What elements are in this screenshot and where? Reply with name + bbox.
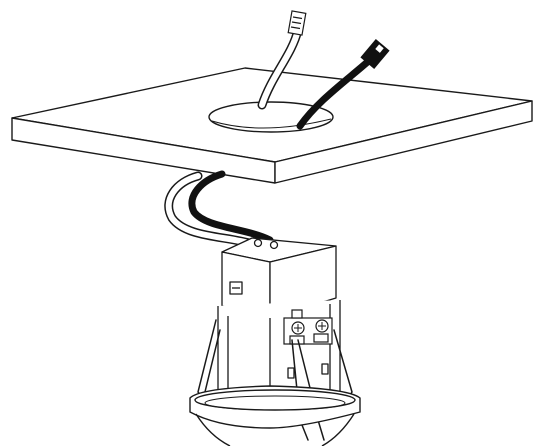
- black-cable: [188, 54, 376, 244]
- ceiling-panel-side-edge: [274, 100, 533, 184]
- white-cable: [164, 25, 303, 249]
- black-cable-lower: [188, 170, 274, 244]
- junction-box-right: [269, 245, 337, 319]
- white-connector: [287, 10, 307, 36]
- black-connector: [360, 39, 390, 69]
- bezel-ring: [189, 385, 361, 446]
- terminal-screw-left: [291, 321, 305, 335]
- terminal-screw-right: [315, 319, 329, 333]
- black-cable-upper: [296, 54, 376, 130]
- terminal-block: [283, 309, 333, 345]
- junction-box: [221, 237, 337, 319]
